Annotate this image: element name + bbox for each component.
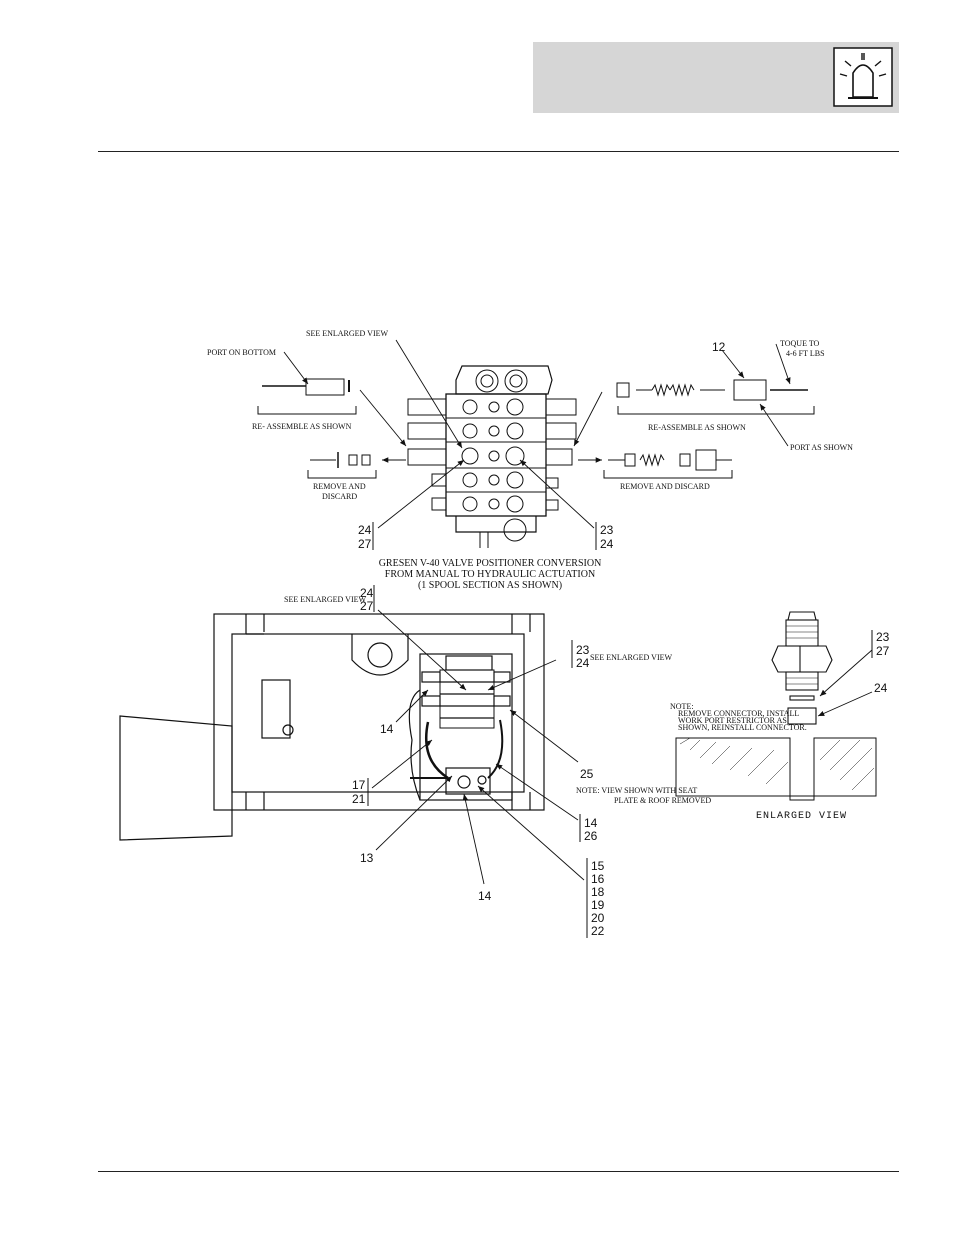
callout-19: 19 [591, 898, 605, 912]
frame-note-line-2: PLATE & ROOF REMOVED [614, 796, 711, 805]
valve-caption-line-2: FROM MANUAL TO HYDRAULIC ACTUATION [385, 569, 595, 580]
reassemble-right-label: RE-ASSEMBLE AS SHOWN [648, 423, 746, 432]
top-rule [98, 151, 899, 152]
valve-caption-line-3: (1 SPOOL SECTION AS SHOWN) [418, 580, 562, 591]
enlarged-note-line-3: WORK PORT RESTRICTOR AS [678, 716, 787, 725]
callout-14a: 14 [380, 722, 394, 736]
right-exploded-parts [603, 379, 815, 479]
callout-13: 13 [360, 851, 374, 865]
torque-label-1: TOQUE TO [780, 339, 820, 348]
see-enlarged-view-label-a: SEE ENLARGED VIEW [284, 595, 367, 604]
callout-23a: 23 [600, 523, 614, 537]
callout-23b: 23 [576, 643, 590, 657]
remove-discard-left-label-1: REMOVE AND [313, 482, 366, 491]
valve-figure [407, 365, 577, 548]
item-12-callout: 12 [712, 340, 726, 354]
port-as-shown-label: PORT AS SHOWN [790, 443, 853, 452]
callout-24e: 24 [874, 681, 888, 695]
enlarged-view-figure [675, 611, 877, 801]
remove-discard-left-label-2: DISCARD [322, 492, 357, 501]
valve-caption-line-1: GRESEN V-40 VALVE POSITIONER CONVERSION [379, 558, 602, 569]
torque-label-2: 4-6 FT LBS [786, 349, 825, 358]
callout-24c: 24 [360, 586, 374, 600]
frame-note-line-1: NOTE: VIEW SHOWN WITH SEAT [576, 786, 697, 795]
callout-27a: 27 [358, 537, 372, 551]
reassemble-left-label: RE- ASSEMBLE AS SHOWN [252, 422, 352, 431]
beacon-light-icon [833, 47, 893, 107]
frame-figure [119, 613, 545, 841]
callout-20: 20 [591, 911, 605, 925]
callout-14c: 14 [478, 889, 492, 903]
callout-23c: 23 [876, 630, 890, 644]
callout-25: 25 [580, 767, 594, 781]
callout-22: 22 [591, 924, 605, 938]
callout-27c: 27 [876, 644, 890, 658]
callout-24a: 24 [358, 523, 372, 537]
remove-discard-right-label: REMOVE AND DISCARD [620, 482, 710, 491]
enlarged-note-line-1: NOTE: [670, 702, 694, 711]
callout-18: 18 [591, 885, 605, 899]
see-enlarged-view-label: SEE ENLARGED VIEW [306, 329, 389, 338]
enlarged-view-title: ENLARGED VIEW [756, 811, 847, 822]
bottom-rule [98, 1171, 899, 1172]
see-enlarged-view-label-b: SEE ENLARGED VIEW [590, 653, 673, 662]
callout-24d: 24 [576, 656, 590, 670]
callout-16: 16 [591, 872, 605, 886]
callout-15: 15 [591, 859, 605, 873]
left-exploded-parts [257, 378, 377, 479]
callout-27b: 27 [360, 599, 374, 613]
callout-17: 17 [352, 778, 366, 792]
callout-26: 26 [584, 829, 598, 843]
port-on-bottom-label: PORT ON BOTTOM [207, 348, 276, 357]
callout-21: 21 [352, 792, 366, 806]
enlarged-note-line-4: SHOWN, REINSTALL CONNECTOR. [678, 723, 807, 732]
callout-14b: 14 [584, 816, 598, 830]
callout-24b: 24 [600, 537, 614, 551]
enlarged-note-line-2: REMOVE CONNECTOR, INSTALL [678, 709, 799, 718]
